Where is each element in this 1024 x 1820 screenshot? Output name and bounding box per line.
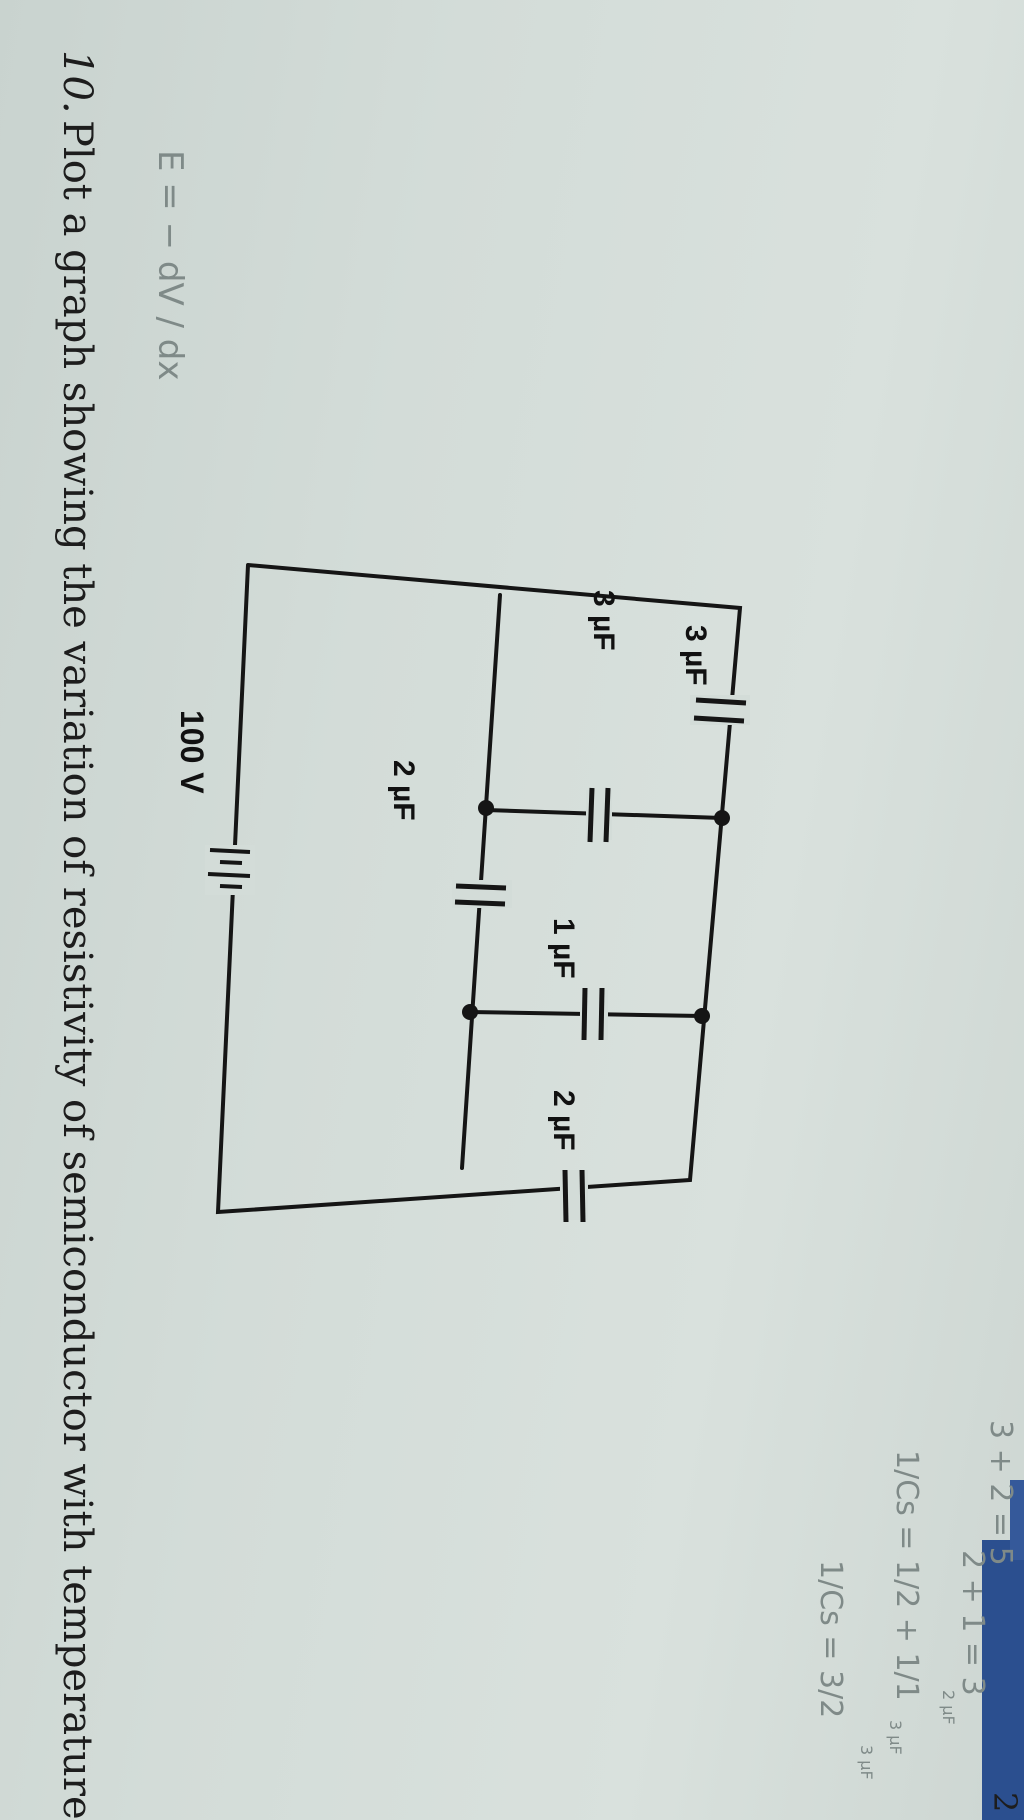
capacitor-right-middle	[580, 987, 608, 1041]
junctions	[462, 800, 730, 1024]
battery	[205, 845, 255, 895]
question-number: 10.	[54, 50, 100, 114]
outer-wire	[215, 563, 743, 1215]
binder-edge-top	[1010, 1480, 1024, 1560]
capacitor-top	[690, 695, 750, 725]
label-capacitor-top: 3 µF	[679, 625, 712, 686]
capacitor-left-middle	[586, 787, 612, 843]
binder-edge	[982, 1540, 1024, 1820]
label-capacitor-right: 2 µF	[547, 1090, 580, 1151]
label-capacitor-right-middle: 1 µF	[547, 918, 580, 979]
capacitor-lower-middle	[452, 880, 512, 908]
capacitor-right	[560, 1169, 588, 1223]
label-capacitor-left-middle: 3 µF	[587, 590, 620, 651]
junction-dot	[694, 1008, 710, 1024]
question-marks: 2	[986, 1792, 1024, 1813]
question-text: Plot a graph showing the variation of re…	[54, 120, 100, 1820]
junction-dot	[714, 810, 730, 826]
label-battery: 100 V	[174, 710, 210, 794]
junction-dot	[478, 800, 494, 816]
label-capacitor-lower-middle: 2 µF	[387, 760, 420, 821]
junction-dot	[462, 1004, 478, 1020]
